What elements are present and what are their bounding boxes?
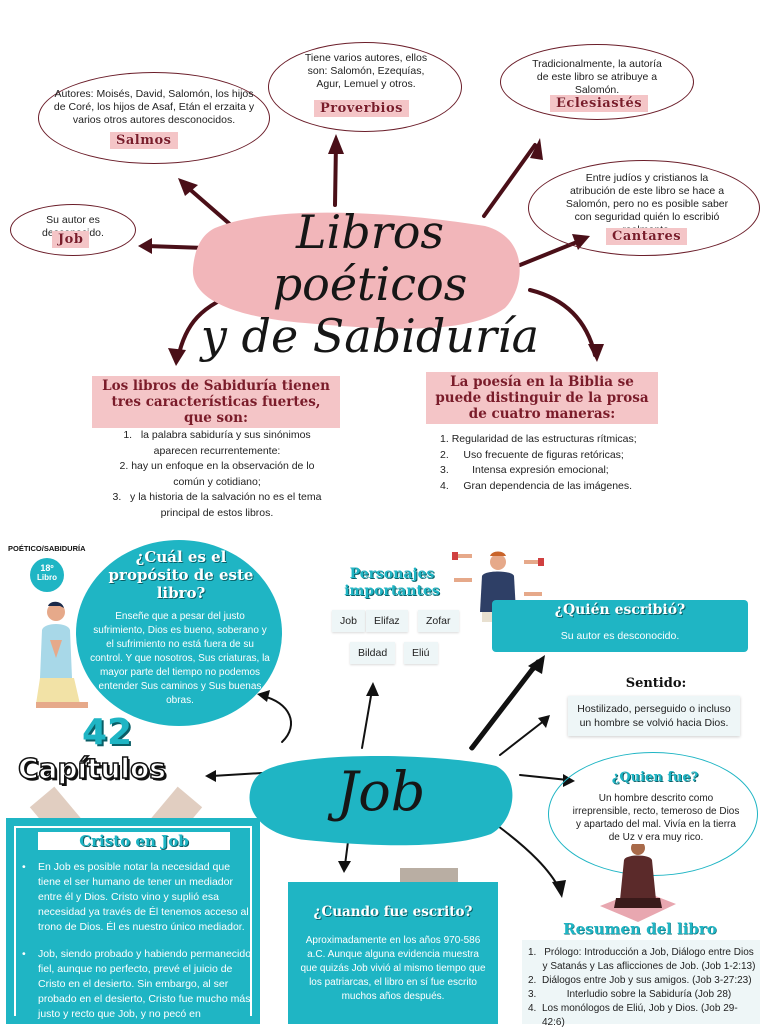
sentido-heading: Sentido: [625,676,687,691]
main-title-line2: y de Sabiduría [200,309,540,363]
cantares-oval [528,160,760,256]
proverbios-text: Tiene varios autores, ellos son: Salomón… [304,52,428,90]
kneeling-man-illustration [600,840,676,922]
proverbios-oval [268,42,462,132]
tape-decoration [400,868,458,886]
quien-escribio-heading: ¿Quién escribió? [554,602,686,618]
poesia-item-1: 1. Regularidad de las estructuras rítmic… [440,433,637,445]
quien-escribio-text: Su autor es desconocido. [560,630,680,642]
poesia-list: 1. Regularidad de las estructuras rítmic… [440,432,654,494]
resumen-item-3: 3.Interludio sobre la Sabiduría (Job 28) [528,989,732,1000]
proposito-heading: ¿Cuál es el propósito de este libro? [108,548,254,602]
sabiduria-item-1: 1. la palabra sabiduría y sus sinónimos … [123,429,311,457]
salmos-oval [38,72,270,164]
cuando-box [288,882,498,1024]
personaje-elifaz: Elifaz [366,610,408,632]
libro-badge: POÉTICO/SABIDURÍA 18º Libro [8,544,86,598]
title-blob [192,212,520,329]
sentido-text: Hostilizado, perseguido o incluso un hom… [568,696,740,736]
eclesiastes-text: Tradicionalmente, la autoría de este lib… [532,58,662,96]
cristo-bullet-2: •Job, siendo probado y habiendo permanec… [22,948,252,1020]
badge-label: Libro [37,573,57,582]
poesia-item-4: 4. Gran dependencia de las imágenes. [440,479,633,492]
job-title: Job [336,760,426,823]
badge-circle: 18º Libro [30,558,64,592]
main-title: Libros poéticos y de Sabiduría [200,206,540,362]
resumen-item-2: 2.Diálogos entre Job y sus amigos. (Job … [528,975,752,986]
cristo-bullet-1: •En Job es posible notar la necesidad qu… [22,861,249,933]
cuando-text: Aproximadamente en los años 970-586 a.C.… [300,935,486,1002]
personaje-zofar: Zofar [418,610,459,632]
eclesiastes-tag: Eclesiastés [550,95,649,112]
cristo-heading: Cristo en Job [38,832,230,850]
salmos-tag: Salmos [110,132,178,149]
sabiduria-item-2: 2. hay un enfoque en la observación de l… [119,460,315,488]
proverbios-tag: Proverbios [314,100,409,117]
capitulos-number: 42 [81,712,133,753]
proposito-circle [76,540,282,726]
cuando-heading: ¿Cuando fue escrito? [313,904,473,920]
eclesiastes-oval [500,44,694,120]
quien-escribio-box [492,600,748,652]
badge-num: 18º [40,563,54,573]
poesia-heading: La poesía en la Biblia se puede distingu… [426,372,658,424]
job-top-oval [10,204,136,256]
praying-man-illustration [36,601,88,708]
sabiduria-heading: Los libros de Sabiduría tienen tres cara… [92,376,340,428]
personaje-eliu: Eliú [404,642,438,664]
poesia-item-2: 2. Uso frecuente de figuras retóricas; [440,448,624,461]
resumen-list: 1.Prólogo: Introducción a Job, Diálogo e… [528,946,756,1030]
personaje-job: Job [332,610,365,632]
cristo-box [6,818,260,1024]
resumen-box [522,940,760,1024]
salmos-text: Autores: Moisés, David, Salomón, los hij… [53,88,255,126]
cristo-bullets: •En Job es posible notar la necesidad qu… [22,860,254,1022]
cristo-box-frame [14,826,252,1016]
cantares-tag: Cantares [606,228,688,245]
personajes-heading: Personajes importantes [344,566,440,599]
sabiduria-item-3: 3. y la historia de la salvación no es e… [112,491,322,519]
poesia-item-3: 3. Intensa expresión emocional; [440,464,609,476]
job-blob [249,756,513,846]
capitulos-label: Capítulos [17,751,166,786]
job-top-tag: Job [52,231,90,248]
resumen-heading: Resumen del libro [563,920,717,938]
quien-fue-text: Un hombre descrito como irreprensible, r… [572,793,740,843]
cantares-text: Entre judíos y cristianos la atribución … [565,172,729,236]
quien-fue-heading: ¿Quien fue? [611,770,699,785]
personaje-bildad: Bildad [350,642,396,664]
main-title-line1: Libros poéticos [272,205,468,311]
proposito-text: Enseñe que a pesar del justo sufrimiento… [90,611,270,706]
resumen-item-1: 1.Prólogo: Introducción a Job, Diálogo e… [528,947,756,972]
sabiduria-list: 1. la palabra sabiduría y sus sinónimos … [112,428,322,521]
badge-arc-text: POÉTICO/SABIDURÍA [8,544,86,553]
resumen-item-4: 4.Los monólogos de Eliú, Job y Dios. (Jo… [528,1003,738,1028]
